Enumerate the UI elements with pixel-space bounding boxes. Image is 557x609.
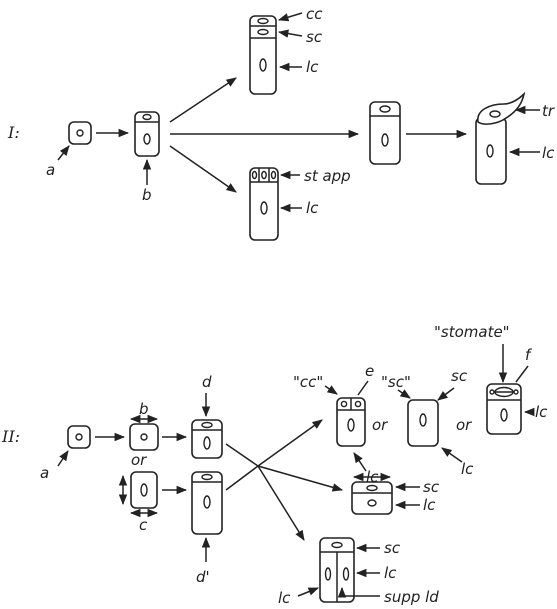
- label-sc-2: sc: [451, 367, 468, 385]
- arrow-supp-ld: [337, 586, 380, 598]
- arrow-sc: [277, 29, 303, 38]
- label-sc-low: sc: [384, 539, 401, 557]
- label-a-II: a: [40, 464, 49, 482]
- arrow-lc-left-low: [297, 587, 319, 597]
- label-sc-mid: sc: [423, 478, 440, 496]
- label-cc-quoted: "cc": [293, 373, 323, 391]
- line-f: [515, 365, 529, 383]
- arrow-a-II: [57, 450, 69, 467]
- cell-trichome: [475, 91, 526, 185]
- cell-d: [191, 419, 223, 459]
- label-tr: tr: [542, 102, 555, 120]
- cross-line-top: [225, 443, 259, 467]
- panel-II-numeral: II:: [1, 427, 20, 446]
- label-lc-mid: lc: [423, 496, 436, 514]
- label-cc: cc: [306, 5, 323, 23]
- arrow-to-supp: [257, 465, 305, 541]
- label-b-I: b: [142, 186, 152, 204]
- cell-cc-quoted: [336, 397, 366, 447]
- label-supp-ld: supp ld: [384, 588, 439, 606]
- label-sc-quoted: "sc": [381, 373, 411, 391]
- arrow-sc-2: [437, 387, 455, 401]
- arrow-sc-quoted: [397, 389, 411, 399]
- cell-d-prime: [191, 471, 223, 535]
- label-e: e: [365, 362, 374, 380]
- cell-long-I: [369, 101, 401, 165]
- label-lc-left-low: lc: [278, 589, 291, 607]
- cell-sc-quoted: [407, 399, 439, 447]
- label-lc-top: lc: [306, 58, 319, 76]
- label-f: f: [525, 346, 533, 364]
- line-e: [357, 380, 369, 396]
- label-lc-2: lc: [461, 460, 474, 478]
- cell-a-I: [68, 121, 92, 145]
- cell-b-I: [134, 111, 160, 157]
- label-sc: sc: [306, 28, 323, 46]
- cell-cc-sc-lc: [249, 15, 277, 95]
- label-d-prime: d': [196, 568, 210, 586]
- cross-line-bottom: [225, 465, 259, 491]
- arrow-a-I: [57, 145, 70, 161]
- arrow-to-mature: [257, 419, 323, 467]
- cell-a-II: [67, 425, 91, 449]
- label-b-II: b: [139, 400, 149, 418]
- arrow-cc-quoted: [324, 385, 338, 395]
- label-st-app: st app: [304, 167, 351, 185]
- arrow-to-sc-lc: [257, 465, 344, 492]
- label-or-2: or: [456, 416, 472, 434]
- arrow-b-to-stapp: [169, 145, 237, 193]
- label-lc-3: lc: [535, 403, 548, 421]
- panel-II: II: a b or c d: [1, 323, 548, 607]
- arrow-cc: [277, 12, 303, 22]
- arrow-lc-1: [353, 452, 367, 472]
- label-d: d: [202, 373, 212, 391]
- label-or-1: or: [372, 416, 388, 434]
- cell-stomate: [486, 383, 522, 435]
- label-lc-low: lc: [384, 564, 397, 582]
- label-lc-bottom: lc: [306, 199, 319, 217]
- cell-stapp-lc: [249, 167, 279, 241]
- panel-I-numeral: I:: [7, 123, 20, 142]
- arrow-b-to-cc: [169, 77, 237, 123]
- cell-supp-ld: [319, 537, 355, 603]
- label-stomate: "stomate": [434, 323, 510, 341]
- cell-b-II: [129, 423, 159, 451]
- cell-c-II: [130, 471, 158, 509]
- label-a-I: a: [46, 161, 55, 179]
- label-c-II: c: [139, 516, 148, 534]
- panel-I: I: a b cc: [7, 5, 555, 241]
- label-lc-tr: lc: [542, 144, 555, 162]
- cell-sc-lc-mid: [351, 481, 393, 515]
- label-or-left: or: [131, 451, 147, 469]
- arrow-lc-2: [441, 447, 463, 463]
